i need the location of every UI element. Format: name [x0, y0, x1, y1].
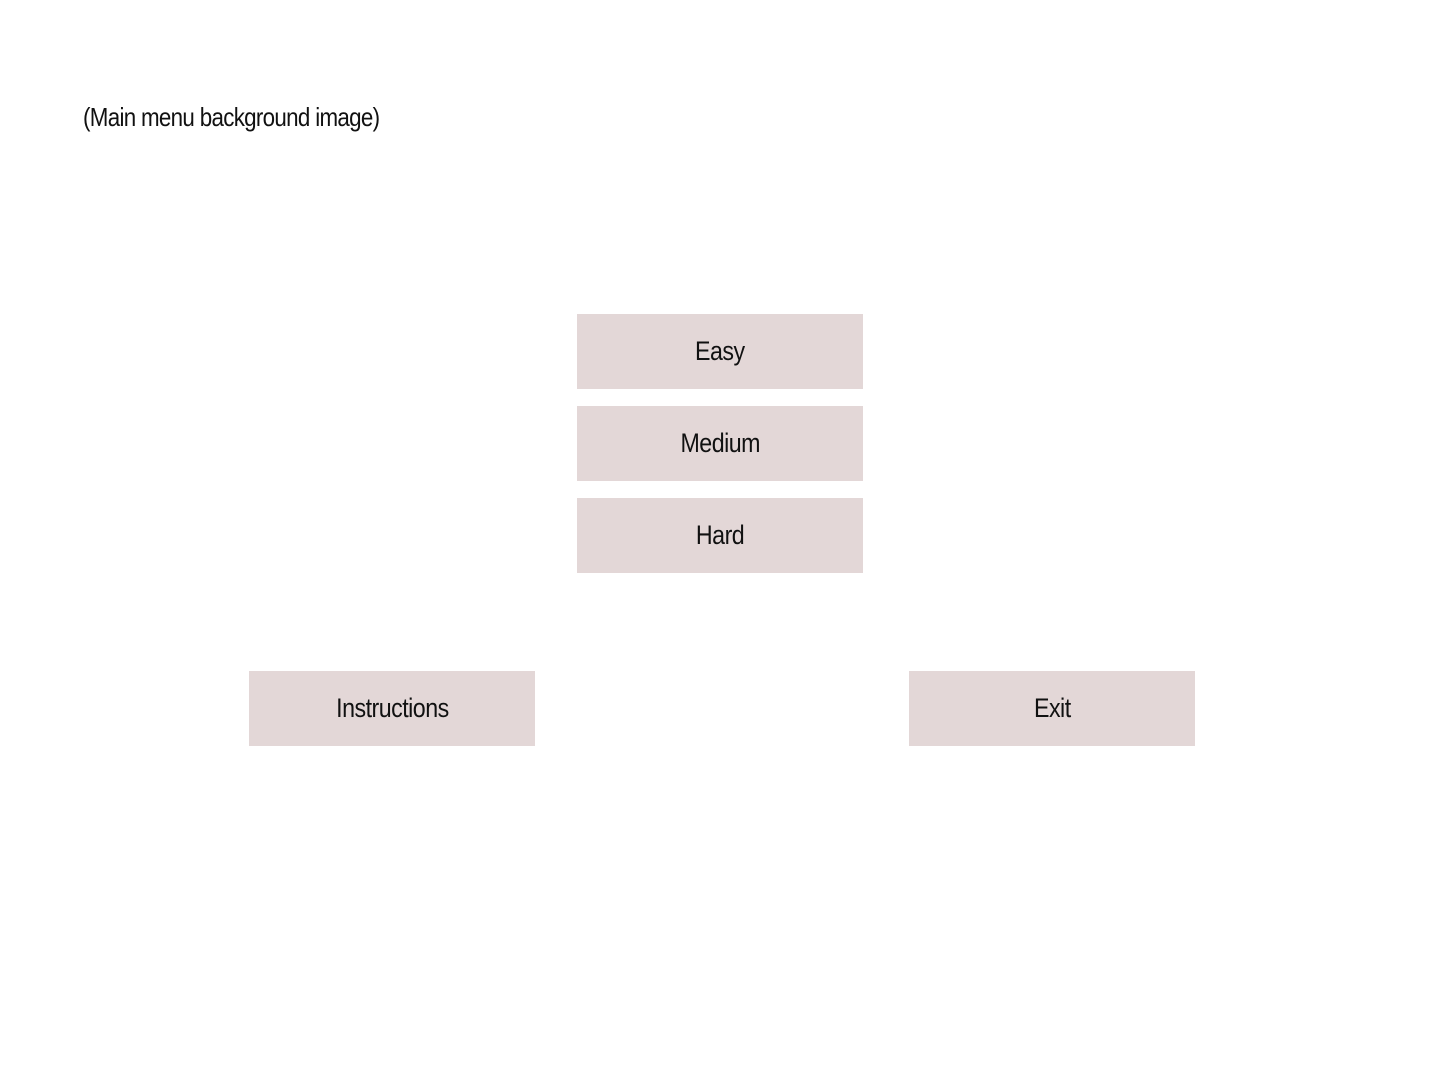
background-image-placeholder: (Main menu background image) — [83, 102, 380, 132]
easy-button[interactable]: Easy — [577, 314, 863, 389]
instructions-button-label: Instructions — [335, 693, 449, 723]
hard-button[interactable]: Hard — [577, 498, 863, 573]
instructions-button[interactable]: Instructions — [249, 671, 535, 746]
exit-button-label: Exit — [1033, 693, 1071, 723]
easy-button-label: Easy — [695, 336, 745, 366]
hard-button-label: Hard — [695, 520, 745, 550]
medium-button[interactable]: Medium — [577, 406, 863, 481]
medium-button-label: Medium — [680, 428, 760, 458]
exit-button[interactable]: Exit — [909, 671, 1195, 746]
